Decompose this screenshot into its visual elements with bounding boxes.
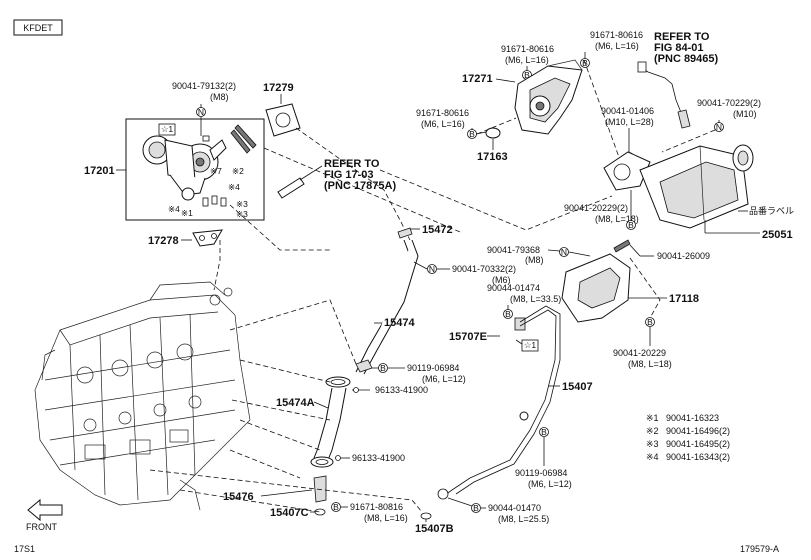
- part-17201: 17201: [84, 165, 115, 177]
- part-17163: 17163: [477, 151, 508, 163]
- engine-block-illustration: [34, 281, 251, 511]
- svg-text:(M8): (M8): [210, 92, 229, 102]
- callout-90044-01474: 90044-01474: [487, 283, 540, 293]
- engine-code-box: KFDET: [13, 19, 63, 36]
- callout-90119-06984-a: 90119-06984: [407, 363, 459, 373]
- svg-text:(M6, L=16): (M6, L=16): [595, 41, 639, 51]
- callout-90041-70332: 90041-70332(2): [452, 264, 516, 274]
- part-17118: 17118: [669, 293, 699, 305]
- callout-90041-20229-b: 90041-20229: [613, 348, 666, 358]
- turbo-mark-s7: ※7: [210, 166, 222, 176]
- svg-text:N: N: [561, 247, 567, 257]
- callout-91671-80616-c: 91671-80616: [416, 108, 469, 118]
- svg-text:(M6, L=12): (M6, L=12): [422, 374, 466, 384]
- svg-text:(M8, L=33.5): (M8, L=33.5): [510, 294, 561, 304]
- legend-part-3: 90041-16495(2): [666, 439, 730, 449]
- svg-text:B: B: [380, 363, 386, 373]
- callout-90041-26009: 90041-26009: [657, 251, 710, 261]
- legend-part-2: 90041-16496(2): [666, 426, 730, 436]
- svg-text:(M6, L=16): (M6, L=16): [421, 119, 465, 129]
- turbo-mark-s4: ※4: [228, 182, 240, 192]
- turbo-mark-s1: ※1: [181, 208, 193, 218]
- turbocharger-group: ☆1 ※7 ※2 ※4 ※4 ※3 ※1 ※3: [125, 118, 265, 221]
- star1-mark-b: ☆1: [524, 340, 537, 350]
- legend-mark-3: ※3: [646, 439, 659, 449]
- part-17279: 17279: [263, 82, 294, 94]
- svg-text:(PNC 17875A): (PNC 17875A): [324, 180, 396, 192]
- callout-96133-41900-b: 96133-41900: [352, 453, 405, 463]
- star1-mark: ☆1: [161, 124, 174, 134]
- front-label: FRONT: [26, 522, 57, 532]
- svg-text:(M8, L=18): (M8, L=18): [628, 359, 672, 369]
- legend-part-4: 90041-16343(2): [666, 452, 730, 462]
- svg-text:B: B: [647, 317, 653, 327]
- legend-mark-4: ※4: [646, 452, 659, 462]
- part-15474: 15474: [384, 317, 415, 329]
- svg-text:(M10, L=28): (M10, L=28): [605, 117, 654, 127]
- svg-text:B: B: [524, 70, 530, 80]
- callout-91671-80816: 91671-80816: [350, 502, 403, 512]
- callout-90044-01470: 90044-01470: [488, 503, 541, 513]
- svg-text:N: N: [198, 107, 204, 117]
- nut-symbol: N: [196, 107, 206, 117]
- callout-91671-80616-a: 91671-80616: [590, 30, 643, 40]
- turbo-mark-s2: ※2: [232, 166, 244, 176]
- part-15707e: 15707E: [449, 331, 487, 343]
- part-number-label-jp: 品番ラベル: [749, 205, 794, 216]
- part-17278: 17278: [148, 235, 179, 247]
- svg-text:B: B: [628, 220, 634, 230]
- callout-90041-20229-a: 90041-20229(2): [564, 203, 628, 213]
- engine-code: KFDET: [23, 23, 53, 33]
- callout-90041-79368: 90041-79368: [487, 245, 540, 255]
- part-15407: 15407: [562, 381, 593, 393]
- heat-insulator-17118: [561, 253, 631, 323]
- svg-text:(PNC 89465): (PNC 89465): [654, 53, 719, 65]
- turbo-mark-s3: ※3: [236, 199, 248, 209]
- legend-part-1: 90041-16323: [666, 413, 719, 423]
- svg-text:(M10): (M10): [733, 109, 757, 119]
- part-15474a: 15474A: [276, 397, 315, 409]
- svg-text:FIG 84-01: FIG 84-01: [654, 42, 704, 54]
- part-25051: 25051: [762, 229, 793, 241]
- svg-text:B: B: [333, 502, 339, 512]
- svg-text:(M6, L=16): (M6, L=16): [505, 55, 549, 65]
- svg-text:N: N: [429, 264, 435, 274]
- callout-90119-06984-b: 90119-06984: [515, 468, 567, 478]
- svg-text:B: B: [473, 503, 479, 513]
- svg-text:(M8, L=18): (M8, L=18): [595, 214, 639, 224]
- part-15407b: 15407B: [415, 523, 454, 535]
- refer-fig-17-03: REFER TO: [324, 158, 380, 170]
- legend-mark-2: ※2: [646, 426, 659, 436]
- svg-text:N: N: [716, 122, 722, 132]
- svg-text:B: B: [469, 129, 475, 139]
- svg-text:(M8): (M8): [525, 255, 544, 265]
- svg-text:(M6): (M6): [492, 275, 511, 285]
- catalytic-converter-25051: [603, 144, 754, 229]
- turbo-mark-s3b: ※3: [236, 209, 248, 219]
- svg-text:B: B: [541, 427, 547, 437]
- svg-text:B: B: [505, 309, 511, 319]
- part-15472: 15472: [422, 224, 453, 236]
- section-code: 17S1: [14, 544, 35, 554]
- part-17271: 17271: [462, 73, 493, 85]
- callout-96133-41900-a: 96133-41900: [375, 385, 428, 395]
- legend-mark-1: ※1: [646, 413, 659, 423]
- legend: ※1 90041-16323 ※2 90041-16496(2) ※3 9004…: [646, 413, 730, 462]
- front-direction-arrow: FRONT: [26, 498, 63, 532]
- figure-id: 179579-A: [740, 544, 779, 554]
- svg-text:(M8, L=25.5): (M8, L=25.5): [498, 514, 549, 524]
- svg-text:(M6, L=12): (M6, L=12): [528, 479, 572, 489]
- part-15476: 15476: [223, 491, 254, 503]
- svg-text:FIG 17-03: FIG 17-03: [324, 169, 374, 181]
- turbo-mark-s4b: ※4: [168, 204, 180, 214]
- callout-90041-79132: 90041-79132(2): [172, 81, 236, 91]
- callout-91671-80616-b: 91671-80616: [501, 44, 554, 54]
- refer-fig-84-01: REFER TO: [654, 31, 710, 43]
- callout-90041-70229: 90041-70229(2): [697, 98, 761, 108]
- heat-insulator-17271: [514, 59, 583, 135]
- part-15407c: 15407C: [270, 507, 309, 519]
- callout-90041-01406: 90041-01406: [601, 106, 654, 116]
- svg-text:(M8, L=16): (M8, L=16): [364, 513, 408, 523]
